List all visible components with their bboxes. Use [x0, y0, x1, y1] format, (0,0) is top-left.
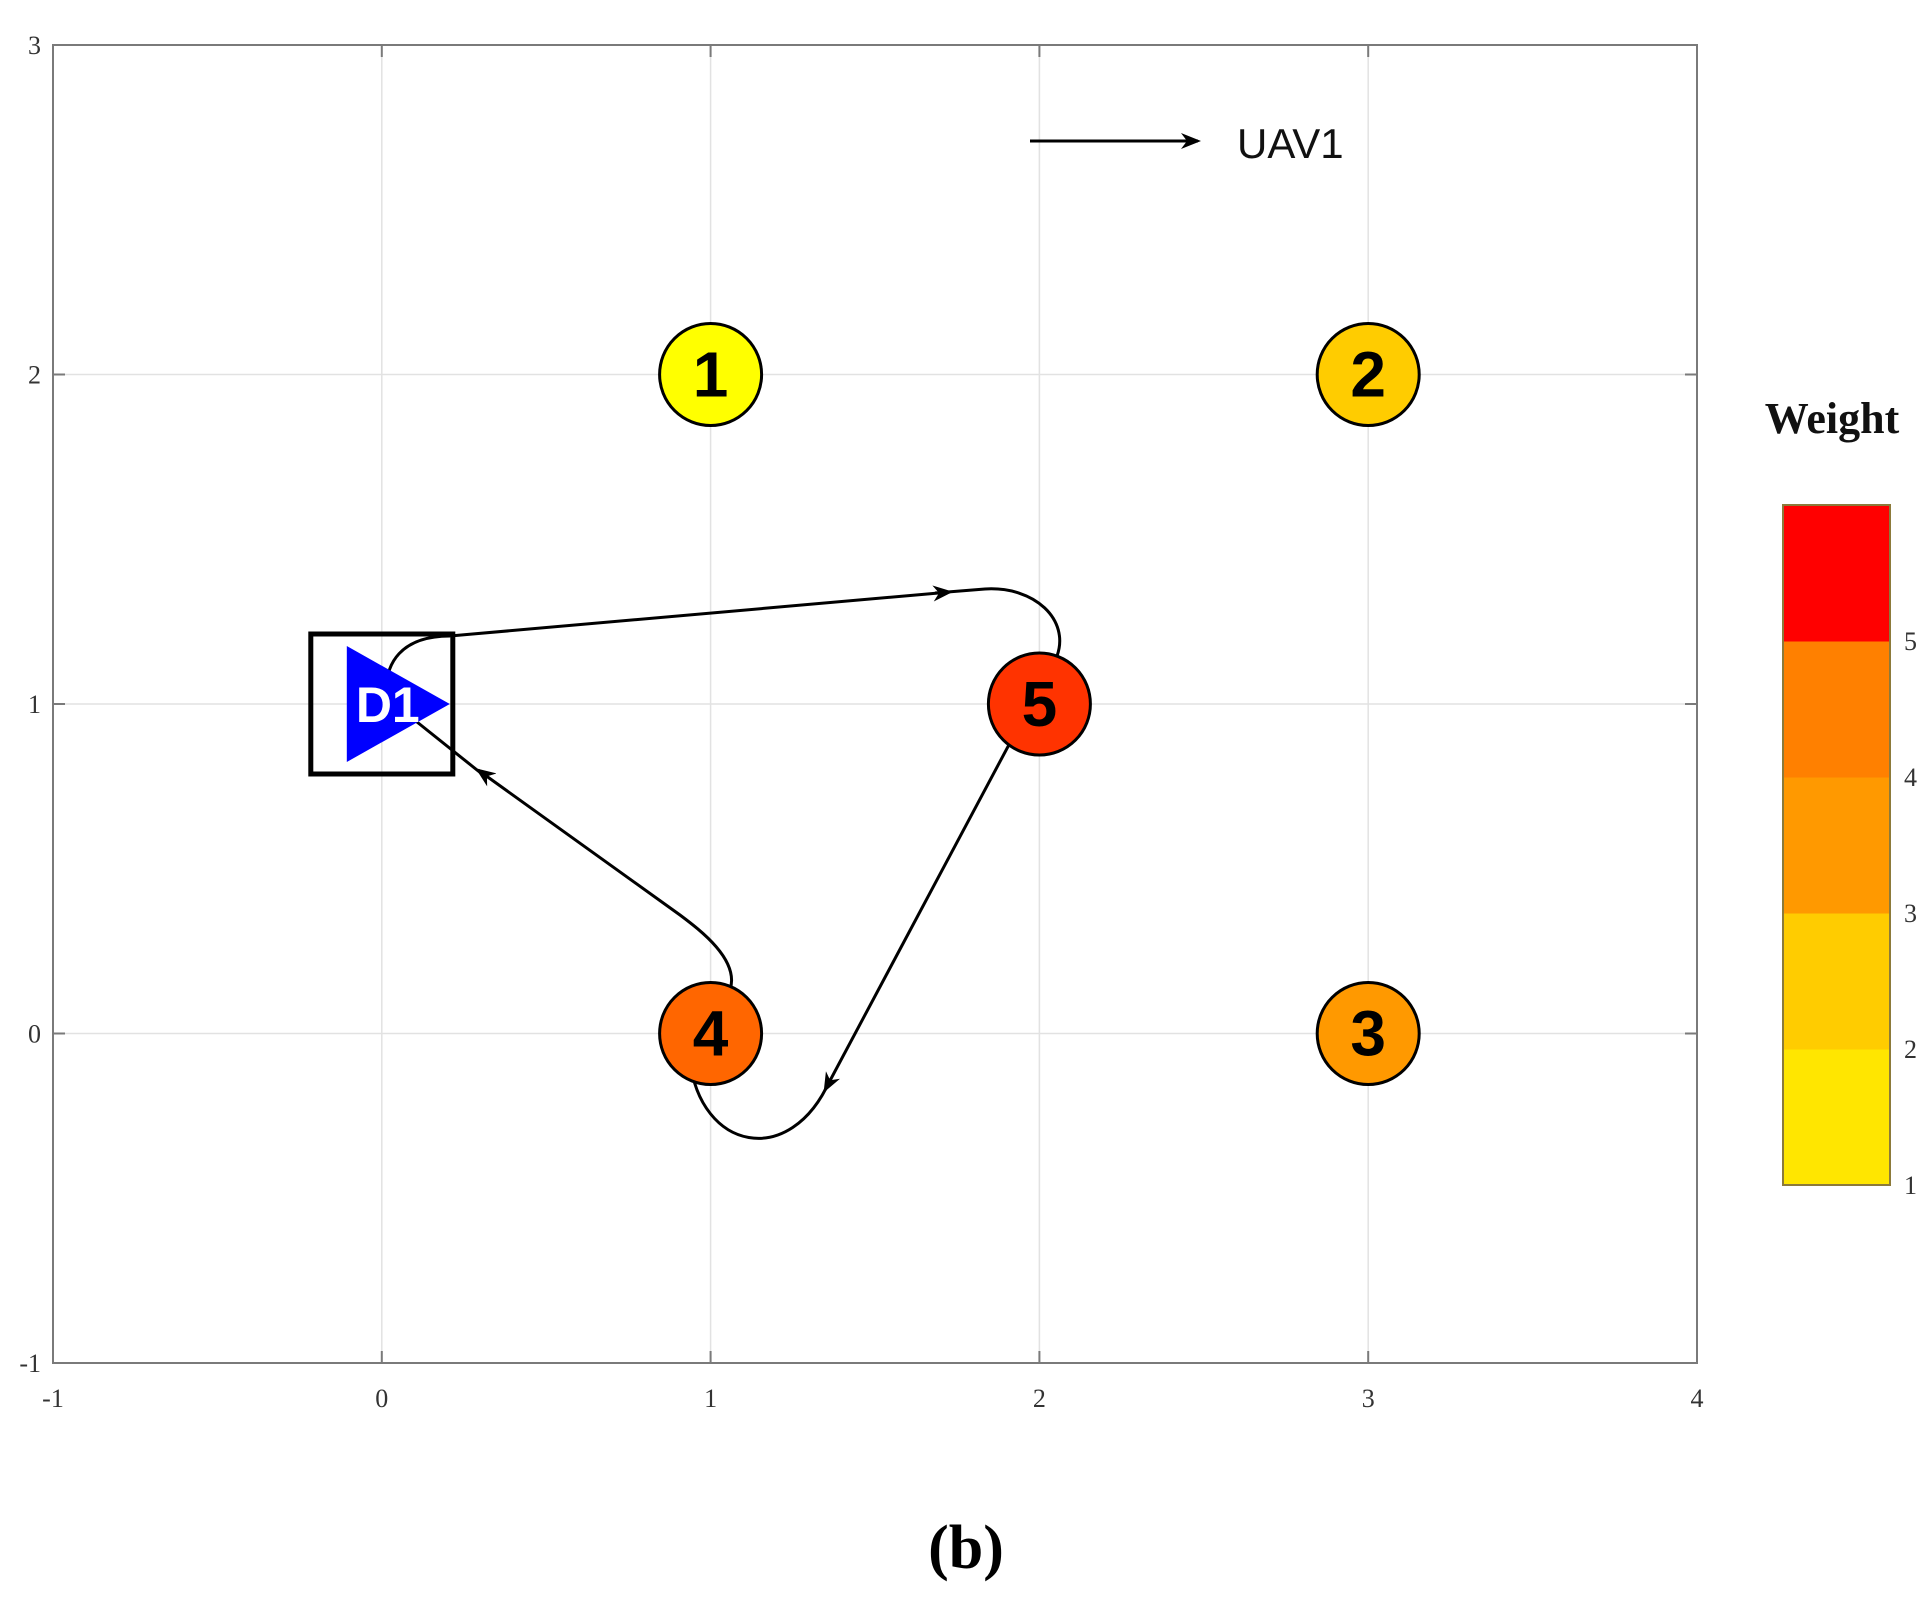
- target-label: 5: [1022, 668, 1058, 740]
- route-segment-d1-to-5-cont: [934, 587, 1062, 657]
- x-tick-label: 0: [375, 1384, 388, 1413]
- target-label: 2: [1350, 339, 1386, 411]
- uav1-route: [385, 585, 1062, 1140]
- target-marker: [658, 322, 764, 427]
- target-marker: [1315, 981, 1421, 1086]
- y-tick-label: 2: [28, 361, 41, 390]
- x-tick-label: 2: [1033, 1384, 1046, 1413]
- colorbar-band: [1783, 777, 1890, 914]
- target-label: 1: [693, 339, 729, 411]
- target-label: 4: [693, 998, 729, 1070]
- colorbar-band: [1783, 1049, 1890, 1186]
- depot-label: D1: [356, 677, 420, 733]
- colorbar-title: Weight: [1765, 394, 1900, 443]
- depot-d1: D1: [308, 631, 456, 777]
- route-segment-5-to-4: [823, 723, 1022, 1093]
- colorbar-tick-label: 2: [1904, 1035, 1917, 1064]
- colorbar-tick-label: 4: [1904, 763, 1917, 792]
- target-2: 2: [1315, 322, 1421, 427]
- y-tick-label: -1: [19, 1349, 41, 1378]
- y-tick-label: 3: [28, 31, 41, 60]
- colorbar-band: [1783, 505, 1890, 642]
- targets: 1 2 3 4 5: [658, 322, 1421, 1086]
- legend: UAV1: [1030, 120, 1344, 167]
- colorbar-band: [1783, 641, 1890, 778]
- colorbar-ticks: 1 2 3 4 5: [1904, 627, 1917, 1200]
- axis-ticks: -1 0 1 2 3 4 -1 0 1 2 3: [19, 31, 1703, 1413]
- target-3: 3: [1315, 981, 1421, 1086]
- target-4: 4: [658, 981, 764, 1086]
- colorbar-tick-label: 5: [1904, 627, 1917, 656]
- target-marker: [658, 981, 764, 1086]
- colorbar: Weight 1 2 3 4 5: [1765, 394, 1917, 1200]
- depot-triangle-icon: [346, 646, 450, 762]
- y-tick-label: 1: [28, 690, 41, 719]
- route-segment-4-to-d1: [475, 768, 734, 991]
- route-segment-d1-to-5: [449, 585, 953, 638]
- colorbar-tick-label: 3: [1904, 899, 1917, 928]
- depot-box: [308, 631, 456, 777]
- target-marker: [986, 651, 1092, 757]
- x-tick-label: -1: [42, 1384, 64, 1413]
- x-tick-label: 1: [704, 1384, 717, 1413]
- figure-caption: (b): [928, 1514, 1004, 1582]
- target-marker: [1315, 322, 1421, 427]
- y-tick-label: 0: [28, 1020, 41, 1049]
- colorbar-band: [1783, 913, 1890, 1050]
- legend-label: UAV1: [1237, 120, 1344, 167]
- route-segment-4-to-d1-cont: [411, 716, 483, 776]
- x-tick-label: 3: [1362, 1384, 1375, 1413]
- colorbar-bands: [1783, 505, 1890, 1186]
- colorbar-tick-label: 1: [1904, 1171, 1917, 1200]
- route-loop-around-4: [688, 1059, 832, 1140]
- target-1: 1: [658, 322, 764, 427]
- target-label: 3: [1350, 998, 1386, 1070]
- target-5: 5: [986, 651, 1092, 757]
- x-tick-label: 4: [1691, 1384, 1704, 1413]
- colorbar-border: [1782, 504, 1891, 1186]
